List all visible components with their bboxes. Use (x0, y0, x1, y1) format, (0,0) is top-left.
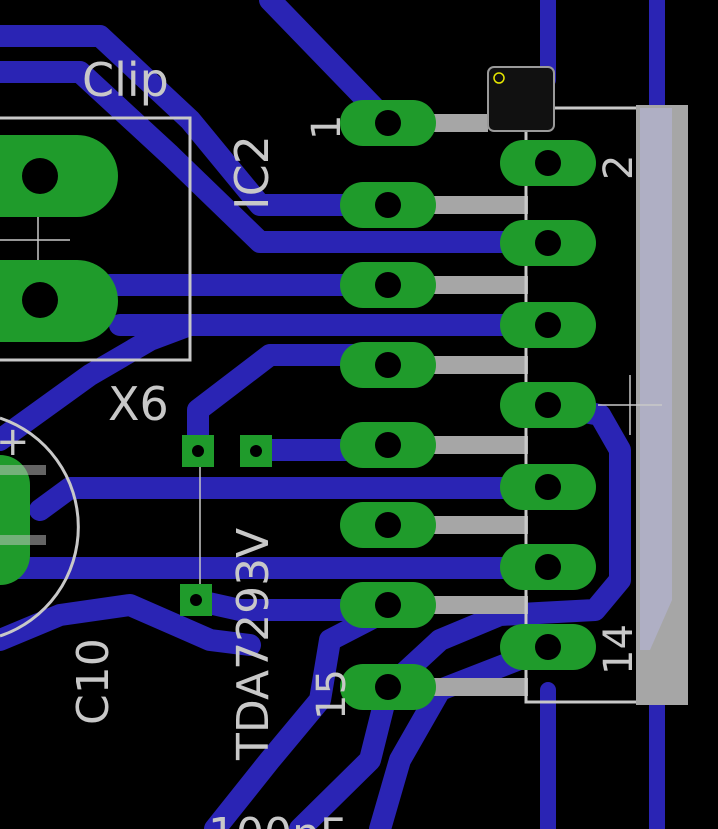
c10-polarity-mark (0, 465, 46, 475)
silkscreen-text: Clip IC2 X6 TDA7293V C10 100nF 1 2 14 15… (0, 53, 642, 829)
trace[interactable] (377, 394, 631, 699)
c10-polarity-mark (0, 535, 46, 545)
pads (0, 66, 596, 710)
trace[interactable] (369, 637, 559, 829)
trace[interactable] (204, 599, 399, 829)
component-origin-icon[interactable] (487, 66, 555, 132)
label-pin-2: 2 (596, 155, 642, 180)
c10-outline (0, 416, 80, 638)
label-ic2: IC2 (225, 135, 279, 210)
label-pin-14: 14 (596, 624, 642, 675)
trace[interactable] (0, 594, 261, 656)
label-ic-value: TDA7293V (228, 528, 279, 761)
label-pin-15: 15 (309, 669, 355, 720)
silkscreen-outlines (0, 106, 662, 704)
label-pin-1: 1 (304, 115, 350, 140)
trace[interactable] (0, 61, 559, 253)
label-clip: Clip (82, 53, 169, 107)
label-x6: X6 (108, 377, 169, 431)
connector-rail-inner (640, 108, 672, 650)
trace[interactable] (289, 677, 399, 829)
x6-outline (0, 116, 192, 362)
trace[interactable] (0, 314, 201, 451)
trace[interactable] (29, 477, 559, 521)
trace[interactable] (187, 344, 399, 461)
label-c10: C10 (68, 638, 119, 725)
label-polarity-plus: + (0, 419, 30, 465)
x6-pad[interactable] (0, 260, 118, 342)
c10-pad[interactable] (0, 455, 30, 585)
label-cap-value: 100nF (208, 809, 345, 829)
bottom-layer-traces (0, 0, 665, 829)
x6-pad[interactable] (0, 135, 118, 217)
